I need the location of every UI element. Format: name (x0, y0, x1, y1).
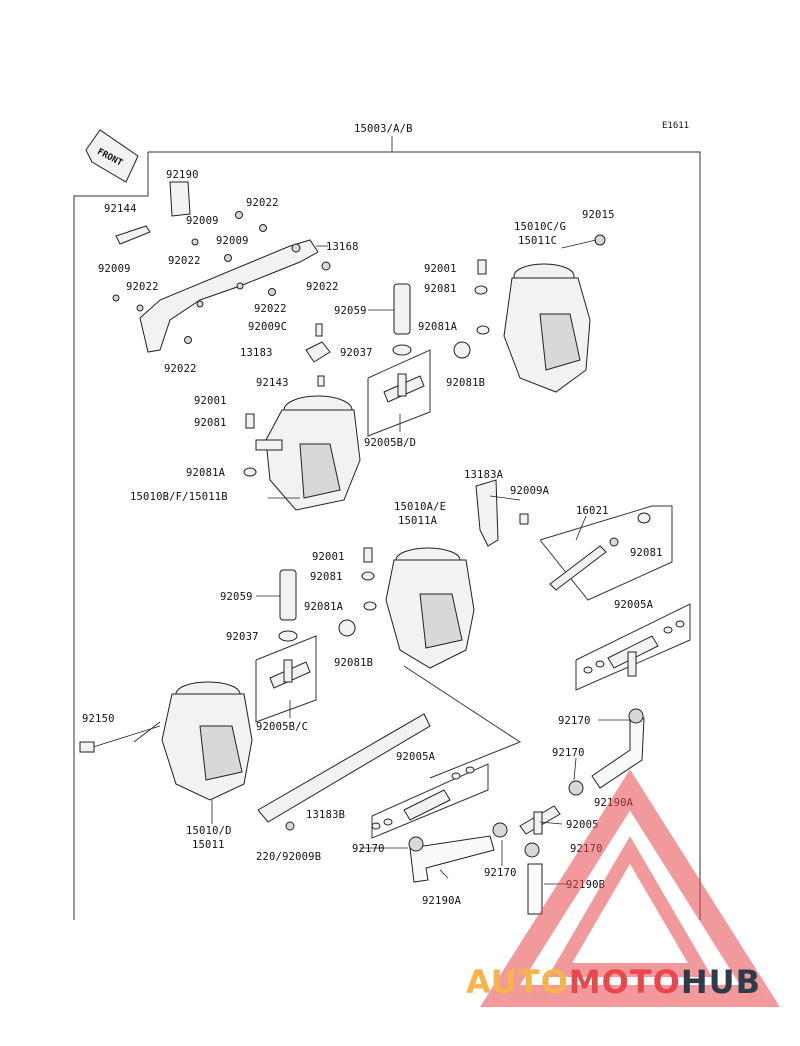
label-92081B: 92081B (446, 377, 485, 389)
throttle-bracket (115, 181, 319, 353)
label-92005B-D: 92005B/D (364, 437, 416, 449)
carburetor-upper-right (453, 234, 606, 393)
fitting-right (575, 603, 691, 691)
label-15011A: 15011A (398, 515, 438, 527)
label-15010B-F-15011B: 15010B/F/15011B (130, 491, 228, 503)
front-arrow-icon: FRONT (85, 129, 139, 183)
label-92001: 92001 (194, 395, 227, 407)
label-92037: 92037 (340, 347, 373, 359)
label-92009: 92009 (216, 235, 249, 247)
label-15011C: 15011C (518, 235, 557, 247)
label-15011: 15011 (192, 839, 225, 851)
label-92170: 92170 (352, 843, 385, 855)
assembly-frame (73, 136, 701, 920)
label-92022: 92022 (246, 197, 279, 209)
label-92150: 92150 (82, 713, 115, 725)
label-92081: 92081 (630, 547, 663, 559)
label-92015: 92015 (582, 209, 615, 221)
label-13183A: 13183A (464, 469, 504, 481)
carburetor-middle (338, 479, 529, 669)
label-92170: 92170 (484, 867, 517, 879)
label-92143: 92143 (256, 377, 289, 389)
label-16021: 16021 (576, 505, 609, 517)
label-92005A: 92005A (614, 599, 654, 611)
choke-cable (539, 505, 673, 601)
label-220-92009B: 220/92009B (256, 851, 321, 863)
label-13168: 13168 (326, 241, 359, 253)
label-92081A: 92081A (418, 321, 458, 333)
balance-pipe-upper (367, 283, 431, 437)
label-92005: 92005 (566, 819, 599, 831)
label-92190: 92190 (166, 169, 199, 181)
label-92005B-C: 92005B/C (256, 721, 308, 733)
label-92009: 92009 (186, 215, 219, 227)
label-92022: 92022 (306, 281, 339, 293)
leader-lines (133, 239, 630, 885)
label-92059: 92059 (334, 305, 367, 317)
part-labels: E1611 15003/A/B 92190 92022 92144 92009 … (82, 121, 689, 907)
label-92170: 92170 (558, 715, 591, 727)
assembly-label: 15003/A/B (354, 123, 413, 135)
label-92022: 92022 (254, 303, 287, 315)
label-92081: 92081 (194, 417, 227, 429)
label-92170: 92170 (552, 747, 585, 759)
carburetor-upper-left (243, 395, 361, 511)
label-92081: 92081 (424, 283, 457, 295)
watermark-moto: MOTO (568, 963, 681, 1001)
label-92009C: 92009C (248, 321, 287, 333)
label-92081B: 92081B (334, 657, 373, 669)
label-92037: 92037 (226, 631, 259, 643)
cover-92190 (169, 181, 191, 217)
hardware-small (112, 211, 331, 387)
label-92190A: 92190A (422, 895, 462, 907)
label-13183: 13183 (240, 347, 273, 359)
label-15010C-G: 15010C/G (514, 221, 566, 233)
label-15010-D: 15010/D (186, 825, 232, 837)
label-92005A: 92005A (396, 751, 436, 763)
label-92059: 92059 (220, 591, 253, 603)
label-92144: 92144 (104, 203, 137, 215)
label-13183B: 13183B (306, 809, 345, 821)
hoses (408, 708, 645, 915)
label-92022: 92022 (168, 255, 201, 267)
carburetor-lower-left (79, 681, 253, 801)
balance-pipe-lower (255, 569, 317, 723)
watermark-auto: AUTO (466, 963, 569, 1001)
label-92022: 92022 (126, 281, 159, 293)
label-92009A: 92009A (510, 485, 550, 497)
diagram-code: E1611 (662, 121, 689, 131)
label-15010A-E: 15010A/E (394, 501, 446, 513)
label-92009: 92009 (98, 263, 131, 275)
fittings-lower (371, 763, 561, 839)
label-92022: 92022 (164, 363, 197, 375)
label-92081A: 92081A (186, 467, 226, 479)
watermark-hub: HUB (680, 963, 762, 1001)
mounting-rail (257, 713, 431, 831)
label-92081A: 92081A (304, 601, 344, 613)
watermark-logo-icon (480, 769, 780, 1007)
label-92001: 92001 (312, 551, 345, 563)
label-92001: 92001 (424, 263, 457, 275)
watermark-text: AUTOMOTOHUB (466, 957, 796, 1007)
label-92081: 92081 (310, 571, 343, 583)
